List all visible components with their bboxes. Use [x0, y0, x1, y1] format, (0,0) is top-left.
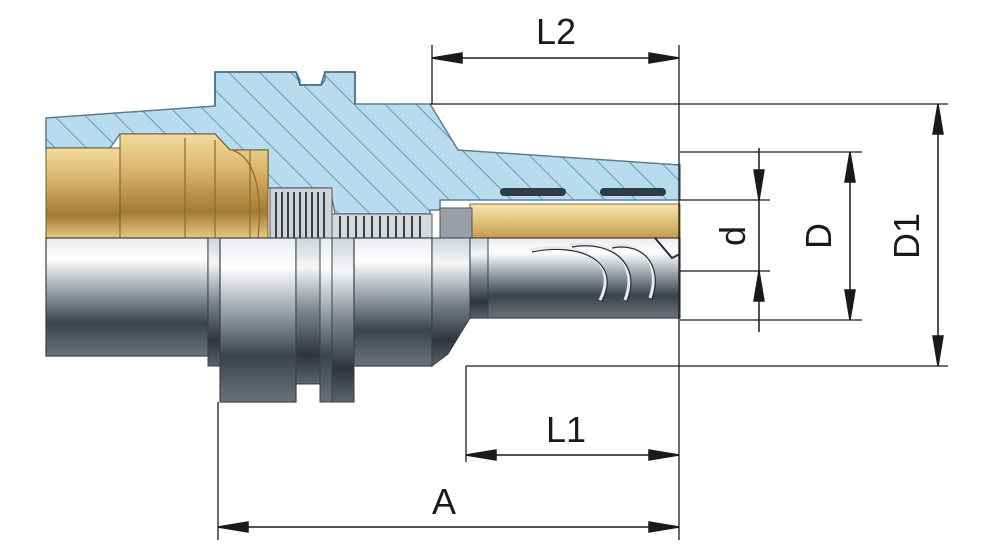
dim-line-d-large	[932, 103, 944, 367]
flange-lower	[219, 237, 297, 403]
label-d-large: D1	[886, 212, 928, 260]
brass-sleeve-left	[45, 147, 127, 239]
label-a: A	[432, 481, 457, 522]
chamber-2	[600, 188, 666, 196]
chamber-1	[500, 188, 566, 196]
dim-line-d-small	[753, 148, 765, 332]
label-d-mid: D	[798, 223, 839, 249]
thread-teeth-2	[339, 216, 421, 238]
dim-line-d-mid	[844, 151, 856, 321]
flange-outline	[214, 71, 356, 106]
thread-teeth	[275, 192, 325, 238]
brass-sleeve-mid	[119, 133, 269, 239]
taper-shank	[45, 237, 209, 357]
label-l2: L2	[536, 11, 577, 52]
extension-lines	[217, 45, 948, 540]
dim-line-a	[217, 521, 680, 533]
label-d-small: d	[712, 225, 754, 247]
label-l1: L1	[546, 409, 587, 450]
dim-line-l2	[431, 52, 680, 64]
dim-line-l1	[465, 449, 680, 461]
clamping-bore	[469, 203, 681, 239]
